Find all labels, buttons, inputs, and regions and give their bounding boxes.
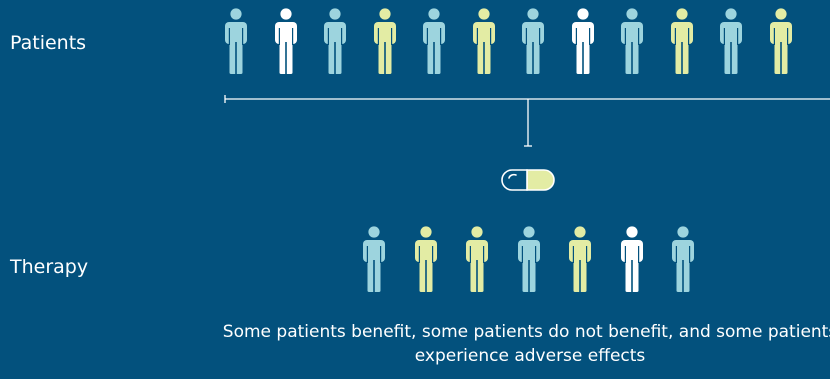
- person-icon: [619, 8, 645, 74]
- person-icon: [464, 226, 490, 292]
- person-icon: [372, 8, 398, 74]
- person-icon: [361, 226, 387, 292]
- caption: Some patients benefit, some patients do …: [222, 322, 830, 366]
- person-icon: [670, 226, 696, 292]
- person-icon: [516, 226, 542, 292]
- person-icon: [273, 8, 299, 74]
- therapy-label: Therapy: [10, 256, 89, 278]
- person-icon: [619, 226, 645, 292]
- person-icon: [669, 8, 695, 74]
- person-icon: [520, 8, 546, 74]
- person-icon: [413, 226, 439, 292]
- capsule-icon: [501, 169, 555, 191]
- patients-label: Patients: [10, 32, 87, 54]
- person-icon: [718, 8, 744, 74]
- person-icon: [421, 8, 447, 74]
- person-icon: [223, 8, 249, 74]
- person-icon: [768, 8, 794, 74]
- person-icon: [567, 226, 593, 292]
- person-icon: [471, 8, 497, 74]
- person-icon: [570, 8, 596, 74]
- person-icon: [322, 8, 348, 74]
